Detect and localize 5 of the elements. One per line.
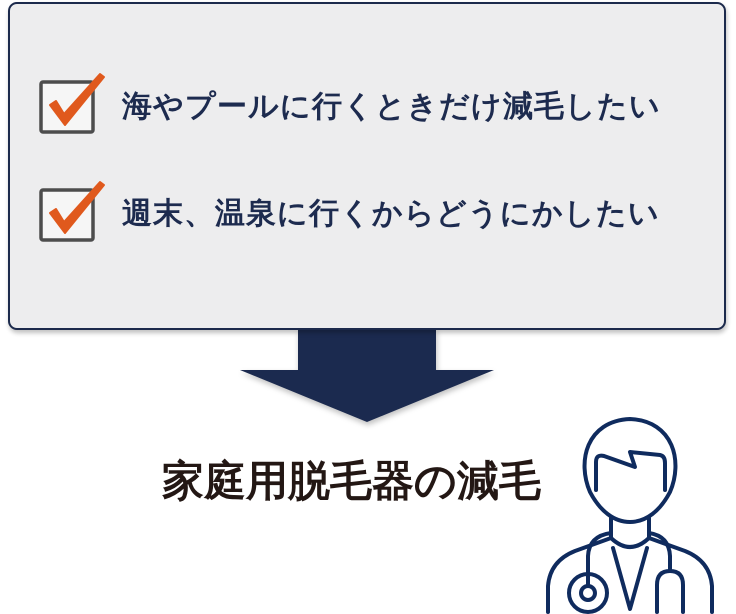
block-arrow bbox=[240, 329, 494, 422]
checklist-text: 週末、温泉に行くからどうにかしたい bbox=[122, 196, 660, 232]
result-text: 家庭用脱毛器の減毛 bbox=[162, 456, 541, 506]
checklist-panel bbox=[8, 2, 726, 330]
checklist-text: 海やプールに行くときだけ減毛したい bbox=[122, 89, 661, 125]
